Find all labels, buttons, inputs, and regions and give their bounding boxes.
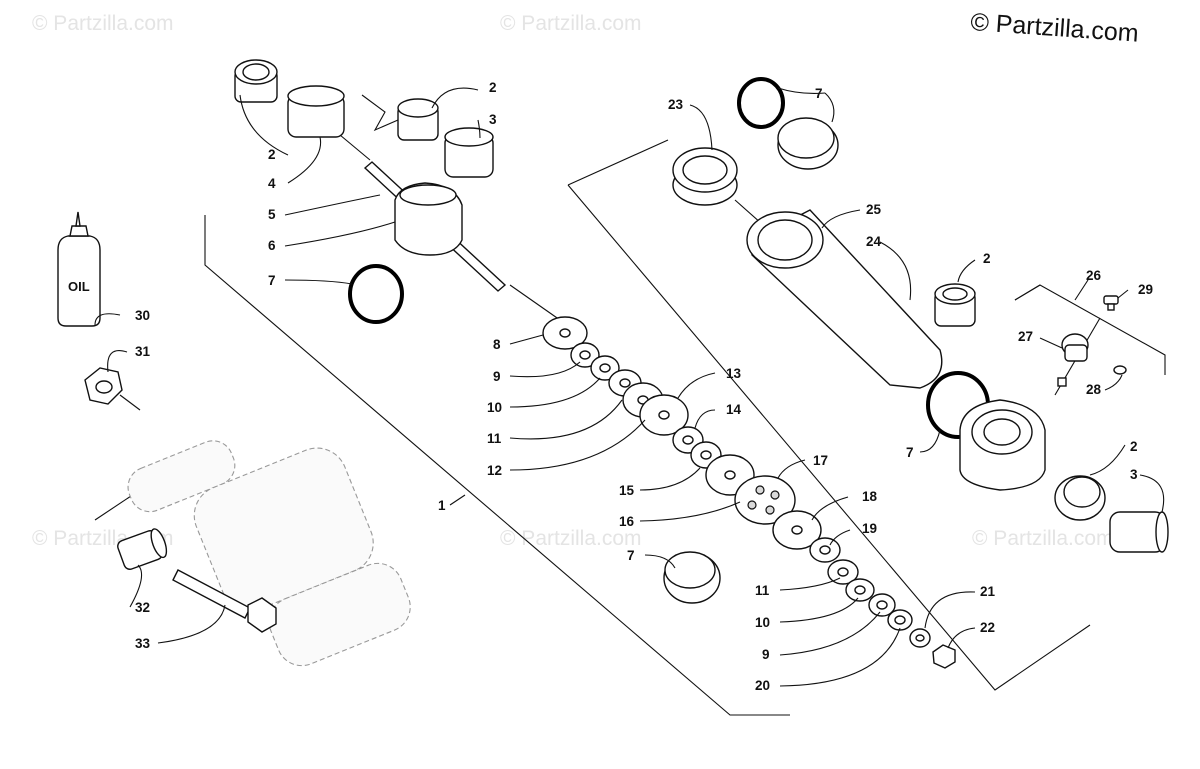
callout-6: 6 <box>268 238 276 253</box>
callout-23: 23 <box>668 97 684 112</box>
copyright-text: © Partzilla.com <box>970 8 1140 48</box>
part-23-cap <box>672 147 738 206</box>
part-33-bolt <box>172 569 277 633</box>
part-4-sleeve <box>287 85 345 138</box>
part-32-sleeve <box>117 528 168 570</box>
callout-8: 8 <box>493 337 501 352</box>
part-2-bushing-lower <box>1054 475 1106 521</box>
callout-33: 33 <box>135 636 151 651</box>
callout-13: 13 <box>726 366 742 381</box>
callout-26: 26 <box>1086 268 1102 283</box>
callout-5: 5 <box>268 207 276 222</box>
assembly-bracket <box>567 184 1091 691</box>
watermark-text: © Partzilla.com <box>500 527 642 550</box>
callout-7: 7 <box>906 445 914 460</box>
callout-22: 22 <box>980 620 995 635</box>
callout-9: 9 <box>762 647 770 662</box>
part-3-spacer <box>444 127 494 178</box>
assembly-1-bracket <box>204 215 790 716</box>
bracket-lines <box>94 94 1166 716</box>
washer-stack <box>542 316 755 496</box>
callout-2: 2 <box>489 80 497 95</box>
callout-16: 16 <box>619 514 635 529</box>
callout-1: 1 <box>438 498 446 513</box>
washer-stack-lower <box>772 510 956 669</box>
callout-7: 7 <box>815 86 823 101</box>
bracket-26 <box>1014 284 1166 375</box>
callout-10: 10 <box>755 615 770 630</box>
callout-11: 11 <box>487 431 502 446</box>
callout-20: 20 <box>755 678 770 693</box>
bracket-line <box>361 94 399 132</box>
callout-2: 2 <box>983 251 991 266</box>
part-27-valve <box>1061 333 1089 362</box>
callout-25: 25 <box>866 202 882 217</box>
callout-31: 31 <box>135 344 151 359</box>
callout-labels: 1 2 2 2 2 3 3 4 5 6 7 7 7 7 8 9 9 10 10 … <box>135 80 1153 693</box>
part-30-oil-bottle: OIL <box>57 211 101 327</box>
watermark-text: © Partzilla.com <box>500 12 642 35</box>
callout-28: 28 <box>1086 382 1102 397</box>
watermark-group: © Partzilla.com © Partzilla.com © Partzi… <box>32 12 1114 550</box>
callout-4: 4 <box>268 176 276 191</box>
part-7-o-ring <box>348 264 404 324</box>
part-7-band <box>663 551 721 604</box>
callout-32: 32 <box>135 600 150 615</box>
callout-19: 19 <box>862 521 877 536</box>
callout-9: 9 <box>493 369 501 384</box>
part-17-piston <box>734 475 796 525</box>
part-7-o-ring <box>737 77 785 129</box>
callout-24: 24 <box>866 234 882 249</box>
part-26-small <box>1057 377 1067 387</box>
leader-lines <box>94 87 1165 687</box>
callout-18: 18 <box>862 489 878 504</box>
callout-14: 14 <box>726 402 742 417</box>
bottle-label: OIL <box>68 279 90 294</box>
callout-15: 15 <box>619 483 635 498</box>
part-2-bushing <box>397 98 439 141</box>
part-3-spacer-lower <box>1109 511 1169 553</box>
bracket-line <box>1014 284 1041 301</box>
part-7-band-top <box>777 117 839 170</box>
part-28-oring <box>1113 365 1127 375</box>
reservoir-end-cap <box>959 399 1046 491</box>
bracket-line <box>567 139 669 186</box>
callout-7: 7 <box>627 548 635 563</box>
watermark-text: © Partzilla.com <box>32 12 174 35</box>
callout-12: 12 <box>487 463 502 478</box>
part-24-25-cylinder <box>746 209 943 389</box>
callout-17: 17 <box>813 453 828 468</box>
callout-10: 10 <box>487 400 502 415</box>
callout-21: 21 <box>980 584 996 599</box>
part-2-bushing-right <box>934 283 976 327</box>
callout-29: 29 <box>1138 282 1153 297</box>
callout-3: 3 <box>1130 467 1138 482</box>
callout-27: 27 <box>1018 329 1033 344</box>
part-29-screw <box>1103 295 1119 311</box>
callout-30: 30 <box>135 308 150 323</box>
shock-assembly-ghost <box>127 440 411 667</box>
callout-2: 2 <box>1130 439 1138 454</box>
callout-3: 3 <box>489 112 497 127</box>
callout-7: 7 <box>268 273 276 288</box>
watermark-text: © Partzilla.com <box>972 527 1114 550</box>
part-2-bushing-top <box>234 59 278 103</box>
callout-11: 11 <box>755 583 770 598</box>
part-6-body <box>394 182 463 256</box>
callout-2: 2 <box>268 147 276 162</box>
part-31-nut <box>84 367 123 405</box>
